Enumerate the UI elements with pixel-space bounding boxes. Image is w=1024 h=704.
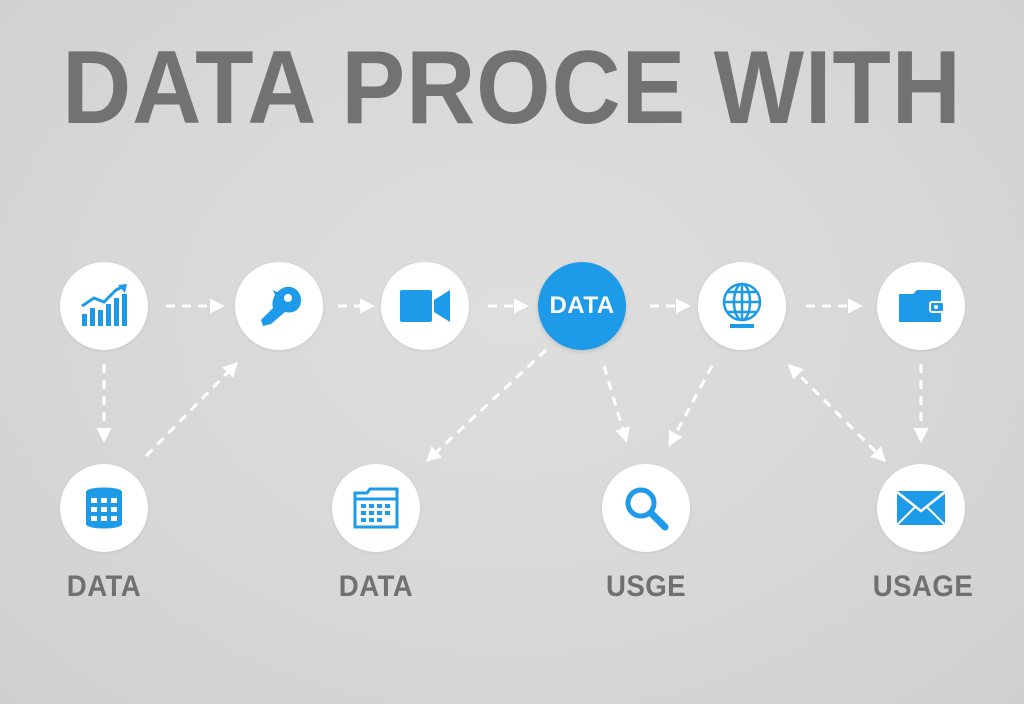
page-title: DATA PROCE WITH — [62, 30, 962, 146]
arrow-hub-to-magnifier — [602, 365, 630, 443]
label-calendar: DATA — [338, 570, 414, 603]
node-calendar — [332, 464, 420, 552]
label-envelope: USAGE — [872, 570, 974, 603]
arrow-database-to-key — [144, 361, 239, 458]
magnifier-icon — [625, 487, 669, 531]
label-database: DATA — [66, 570, 142, 603]
node-magnifier — [602, 464, 690, 552]
bar-chart-icon — [81, 284, 127, 326]
node-envelope — [877, 464, 965, 552]
node-key — [235, 262, 323, 350]
node-chart — [60, 262, 148, 350]
arrow-globe-to-magnifier — [668, 365, 714, 447]
node-video — [381, 262, 469, 350]
key-icon — [261, 286, 301, 326]
wallet-icon — [899, 290, 945, 322]
node-globe — [698, 262, 786, 350]
node-database — [60, 464, 148, 552]
arrow-hub-to-calendar — [425, 348, 548, 463]
globe-icon — [722, 282, 762, 328]
label-magnifier: USGE — [605, 570, 687, 603]
video-camera-icon — [400, 290, 450, 322]
database-icon — [86, 487, 122, 529]
hub-label: DATA — [549, 292, 615, 319]
arrow-globe-envelope — [787, 363, 887, 463]
envelope-icon — [896, 491, 946, 526]
node-data-hub: DATA — [538, 262, 626, 350]
calendar-folder-icon — [353, 487, 399, 529]
node-wallet — [877, 262, 965, 350]
